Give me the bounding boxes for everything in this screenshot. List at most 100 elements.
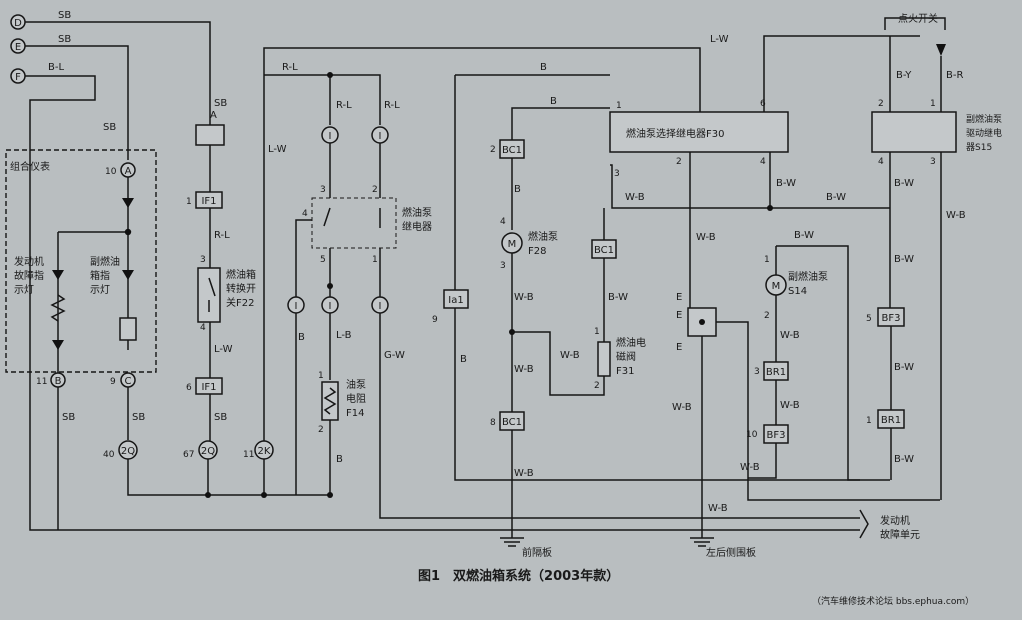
svg-text:W-B: W-B xyxy=(946,210,966,221)
svg-text:8: 8 xyxy=(490,418,496,428)
svg-text:6: 6 xyxy=(760,99,766,109)
svg-text:BC1: BC1 xyxy=(502,417,522,428)
svg-text:BF3: BF3 xyxy=(767,430,786,441)
svg-text:G-W: G-W xyxy=(384,350,405,361)
svg-text:R-L: R-L xyxy=(282,62,298,73)
svg-text:2Q: 2Q xyxy=(201,446,215,457)
svg-text:磁阀: 磁阀 xyxy=(616,350,636,363)
svg-text:F14: F14 xyxy=(346,408,364,419)
svg-text:SB: SB xyxy=(58,34,71,45)
svg-text:2: 2 xyxy=(676,157,682,167)
svg-text:I: I xyxy=(329,301,332,312)
svg-text:L-W: L-W xyxy=(268,144,287,155)
svg-text:E: E xyxy=(676,292,682,303)
svg-text:副燃油泵: 副燃油泵 xyxy=(966,113,1002,125)
svg-text:11: 11 xyxy=(243,450,254,460)
svg-text:示灯: 示灯 xyxy=(90,284,110,296)
svg-text:油泵: 油泵 xyxy=(346,378,366,391)
svg-text:燃油泵: 燃油泵 xyxy=(528,230,558,243)
svg-text:电阻: 电阻 xyxy=(346,392,366,405)
svg-text:2: 2 xyxy=(372,185,378,195)
svg-text:I: I xyxy=(329,131,332,142)
svg-text:W-B: W-B xyxy=(780,400,800,411)
sub-pump-s14: B-W 1 M 副燃油泵 S14 2 W-B BR1 3 W-B BF3 10 … xyxy=(740,230,890,481)
svg-text:箱指: 箱指 xyxy=(90,269,110,282)
svg-text:5: 5 xyxy=(866,314,872,324)
svg-text:SB: SB xyxy=(103,122,116,133)
svg-text:W-B: W-B xyxy=(740,462,760,473)
svg-text:W-B: W-B xyxy=(625,192,645,203)
svg-text:67: 67 xyxy=(183,450,194,460)
svg-text:发动机: 发动机 xyxy=(14,255,44,268)
svg-text:B-W: B-W xyxy=(608,292,628,303)
svg-text:1: 1 xyxy=(372,255,378,265)
svg-text:B: B xyxy=(550,96,557,107)
svg-text:10: 10 xyxy=(105,167,117,177)
svg-text:9: 9 xyxy=(432,315,438,325)
input-lines: D E F SB SB B-L SB xyxy=(10,10,860,531)
instrument-cluster: 组合仪表 A 10 B 11 C 9 发动机 故障指 示灯 副燃油 箱指 示灯 xyxy=(5,149,157,388)
svg-text:器S15: 器S15 xyxy=(966,142,992,153)
svg-text:4: 4 xyxy=(500,217,506,227)
svg-text:1: 1 xyxy=(764,255,770,265)
svg-text:副燃油: 副燃油 xyxy=(90,255,120,268)
svg-text:1: 1 xyxy=(616,101,622,111)
svg-text:B-R: B-R xyxy=(946,70,963,81)
svg-text:L-B: L-B xyxy=(336,330,352,341)
connector-f-label: F xyxy=(15,72,21,83)
fuel-tank-switch: A SB IF1 1 R-L 3 4 燃油箱 转换开 关F22 L-W IF1 … xyxy=(186,98,256,441)
svg-text:4: 4 xyxy=(760,157,766,167)
svg-text:IF1: IF1 xyxy=(201,196,216,207)
svg-text:3: 3 xyxy=(500,261,506,271)
svg-text:B: B xyxy=(55,376,62,387)
svg-text:W-B: W-B xyxy=(672,402,692,413)
svg-text:BR1: BR1 xyxy=(766,367,786,378)
cluster-title: 组合仪表 xyxy=(10,160,50,173)
svg-text:B-W: B-W xyxy=(826,192,846,203)
svg-text:I: I xyxy=(379,301,382,312)
svg-text:W-B: W-B xyxy=(514,364,534,375)
svg-text:燃油泵: 燃油泵 xyxy=(402,206,432,219)
svg-text:B: B xyxy=(298,332,305,343)
svg-text:M: M xyxy=(772,281,781,292)
svg-text:2: 2 xyxy=(490,145,496,155)
svg-text:B-W: B-W xyxy=(776,178,796,189)
svg-text:40: 40 xyxy=(103,450,115,460)
svg-text:W-B: W-B xyxy=(514,292,534,303)
svg-text:B-Y: B-Y xyxy=(896,70,912,81)
svg-text:SB: SB xyxy=(62,412,75,423)
svg-text:B: B xyxy=(514,184,521,195)
svg-text:B-W: B-W xyxy=(894,254,914,265)
svg-text:2Q: 2Q xyxy=(121,446,135,457)
svg-text:B-W: B-W xyxy=(894,178,914,189)
svg-text:R-L: R-L xyxy=(336,100,352,111)
svg-text:W-B: W-B xyxy=(708,503,728,514)
relay-f30: 燃油泵选择继电器F30 L-W 6 2 4 B-W B-W W-B xyxy=(609,34,920,308)
svg-text:SB: SB xyxy=(214,412,227,423)
svg-text:4: 4 xyxy=(302,209,308,219)
svg-text:9: 9 xyxy=(110,377,116,387)
watermark: （汽车维修技术论坛 bbs.ephua.com） xyxy=(812,595,974,607)
svg-text:燃油泵选择继电器F30: 燃油泵选择继电器F30 xyxy=(626,127,724,140)
ia1-connector: B Ia1 9 B xyxy=(432,62,860,481)
svg-text:C: C xyxy=(125,376,132,387)
svg-text:发动机: 发动机 xyxy=(880,514,910,527)
svg-text:燃油电: 燃油电 xyxy=(616,336,646,349)
svg-text:11: 11 xyxy=(36,377,47,387)
svg-text:4: 4 xyxy=(200,323,206,333)
ecu: 发动机 故障单元 xyxy=(859,509,920,541)
svg-text:6: 6 xyxy=(186,383,192,393)
svg-text:B-W: B-W xyxy=(894,362,914,373)
svg-text:故障单元: 故障单元 xyxy=(880,528,920,541)
svg-text:2: 2 xyxy=(764,311,770,321)
svg-text:SB: SB xyxy=(132,412,145,423)
svg-text:继电器: 继电器 xyxy=(402,220,432,233)
svg-text:3: 3 xyxy=(930,157,936,167)
svg-text:IF1: IF1 xyxy=(201,382,216,393)
svg-text:转换开: 转换开 xyxy=(226,282,256,295)
valve-f31: 3 W-B BC1 B-W 12 燃油电 磁阀 F31 W-B xyxy=(512,164,646,396)
svg-text:4: 4 xyxy=(878,157,884,167)
